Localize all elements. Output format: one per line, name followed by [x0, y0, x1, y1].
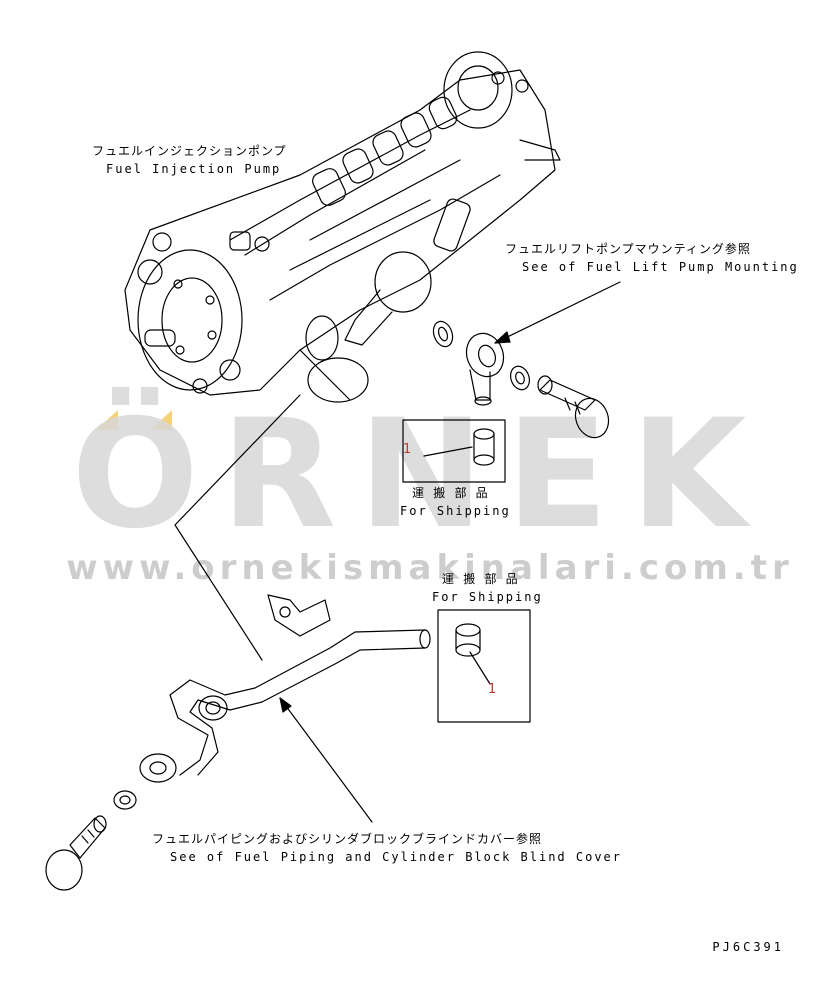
pipe-washer-icon — [113, 790, 137, 810]
watermark-url: www.ornekismakinalari.com.tr — [66, 548, 794, 588]
watermark-title: ÖRNEK — [71, 388, 769, 562]
piping-label-jp: フュエルパイピングおよびシリンダブロックブラインドカバー参照 — [152, 832, 543, 846]
callout-1-bottom: 1 — [488, 682, 497, 697]
lower-bolt-icon — [45, 815, 107, 891]
injection-pump-label-jp: フュエルインジェクションポンプ — [92, 144, 287, 158]
shipping-label-1-jp: 運 搬 部 品 — [412, 486, 489, 500]
watermark: ÖRNEK www.ornekismakinalari.com.tr — [30, 388, 810, 588]
injection-pump-label-en: Fuel Injection Pump — [106, 162, 282, 176]
shipping-label-2-jp: 運 搬 部 品 — [442, 572, 519, 586]
shipping-label-2-en: For Shipping — [432, 590, 543, 604]
shipping-label-1-en: For Shipping — [400, 504, 511, 518]
washer-icon — [509, 365, 531, 391]
bolt-icon — [537, 375, 610, 439]
lift-pump-label-jp: フュエルリフトポンプマウンティング参照 — [505, 242, 751, 256]
fuel-injection-pump-icon — [124, 51, 561, 403]
gasket-icon — [432, 320, 454, 348]
drawing-code: PJ6C391 — [712, 940, 784, 954]
fuel-pipe-icon — [139, 594, 431, 783]
watermark-umlaut-icon — [96, 410, 172, 430]
lift-pump-label-en: See of Fuel Lift Pump Mounting — [522, 260, 799, 274]
banjo-fitting-icon — [465, 332, 505, 406]
callout-1-top: 1 — [403, 442, 412, 457]
piping-label-en: See of Fuel Piping and Cylinder Block Bl… — [170, 850, 623, 864]
